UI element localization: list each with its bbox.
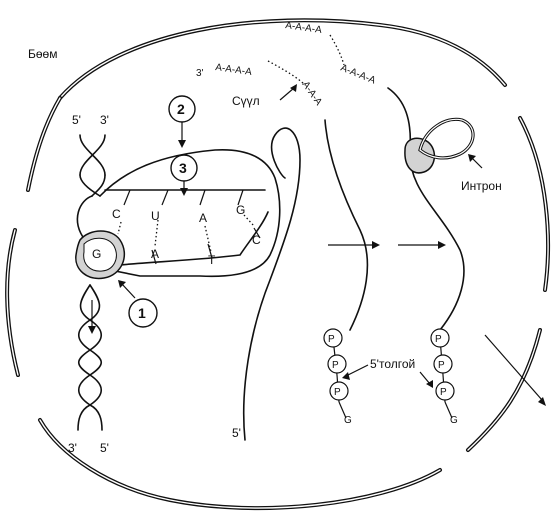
tail-label: Сүүл	[232, 94, 260, 108]
dna-top-5prime: 5'	[72, 113, 81, 127]
template-base-1: C	[112, 207, 121, 221]
dna-helix	[77, 134, 106, 431]
process-arrows	[328, 241, 546, 406]
polyA-tail1-upper: A-A-A-A	[215, 62, 253, 78]
marker-1	[128, 298, 158, 328]
intron-loop	[404, 117, 475, 174]
polyA-tail2-upper: A-A-A-A	[285, 20, 323, 36]
cap2-group-4: G	[450, 415, 458, 426]
polyA-tail1-lower: A-A-A	[300, 79, 324, 107]
cap-chain-1	[323, 328, 349, 419]
cap1-group-2: P	[332, 360, 339, 371]
template-base-2: U	[151, 209, 160, 223]
cap2-group-1: P	[435, 334, 442, 345]
mrna-strand-1	[242, 127, 301, 441]
dna-bottom-5prime: 5'	[100, 441, 109, 455]
cap2-group-2: P	[438, 360, 445, 371]
cap1-group-1: P	[328, 334, 335, 345]
cap1-group-3: P	[334, 387, 341, 398]
nuclear-membrane	[5, 18, 551, 511]
paired-base-1: A	[151, 247, 159, 261]
cap1-group-4: G	[344, 415, 352, 426]
mrna-5prime-label: 5'	[232, 426, 241, 440]
mrna-strand-3	[387, 87, 465, 331]
marker-2-label: 2	[177, 101, 185, 117]
polyA-tail2-lower: A-A-A-A	[339, 63, 377, 87]
cap-chain-2	[430, 328, 455, 419]
cap-label: 5'толгой	[370, 357, 415, 371]
paired-base-2: T	[208, 253, 216, 267]
nucleus-label: Бөөм	[28, 47, 57, 61]
template-base-3: A	[199, 211, 207, 225]
marker-3-label: 3	[179, 160, 187, 176]
polyA-3prime-label: 3'	[196, 68, 204, 79]
paired-base-3: C	[252, 233, 261, 247]
polyA-link-1	[267, 60, 306, 86]
rna-polymerase	[75, 230, 125, 280]
cap2-group-3: P	[440, 387, 447, 398]
template-base-4: G	[236, 203, 245, 217]
polyA-link-2	[329, 34, 345, 66]
polymerase-base: G	[92, 247, 101, 261]
dna-top-3prime: 3'	[100, 113, 109, 127]
intron-label: Интрон	[461, 179, 502, 193]
mrna-strand-2	[324, 119, 369, 331]
dna-bottom-3prime: 3'	[68, 441, 77, 455]
marker-1-label: 1	[138, 305, 146, 321]
